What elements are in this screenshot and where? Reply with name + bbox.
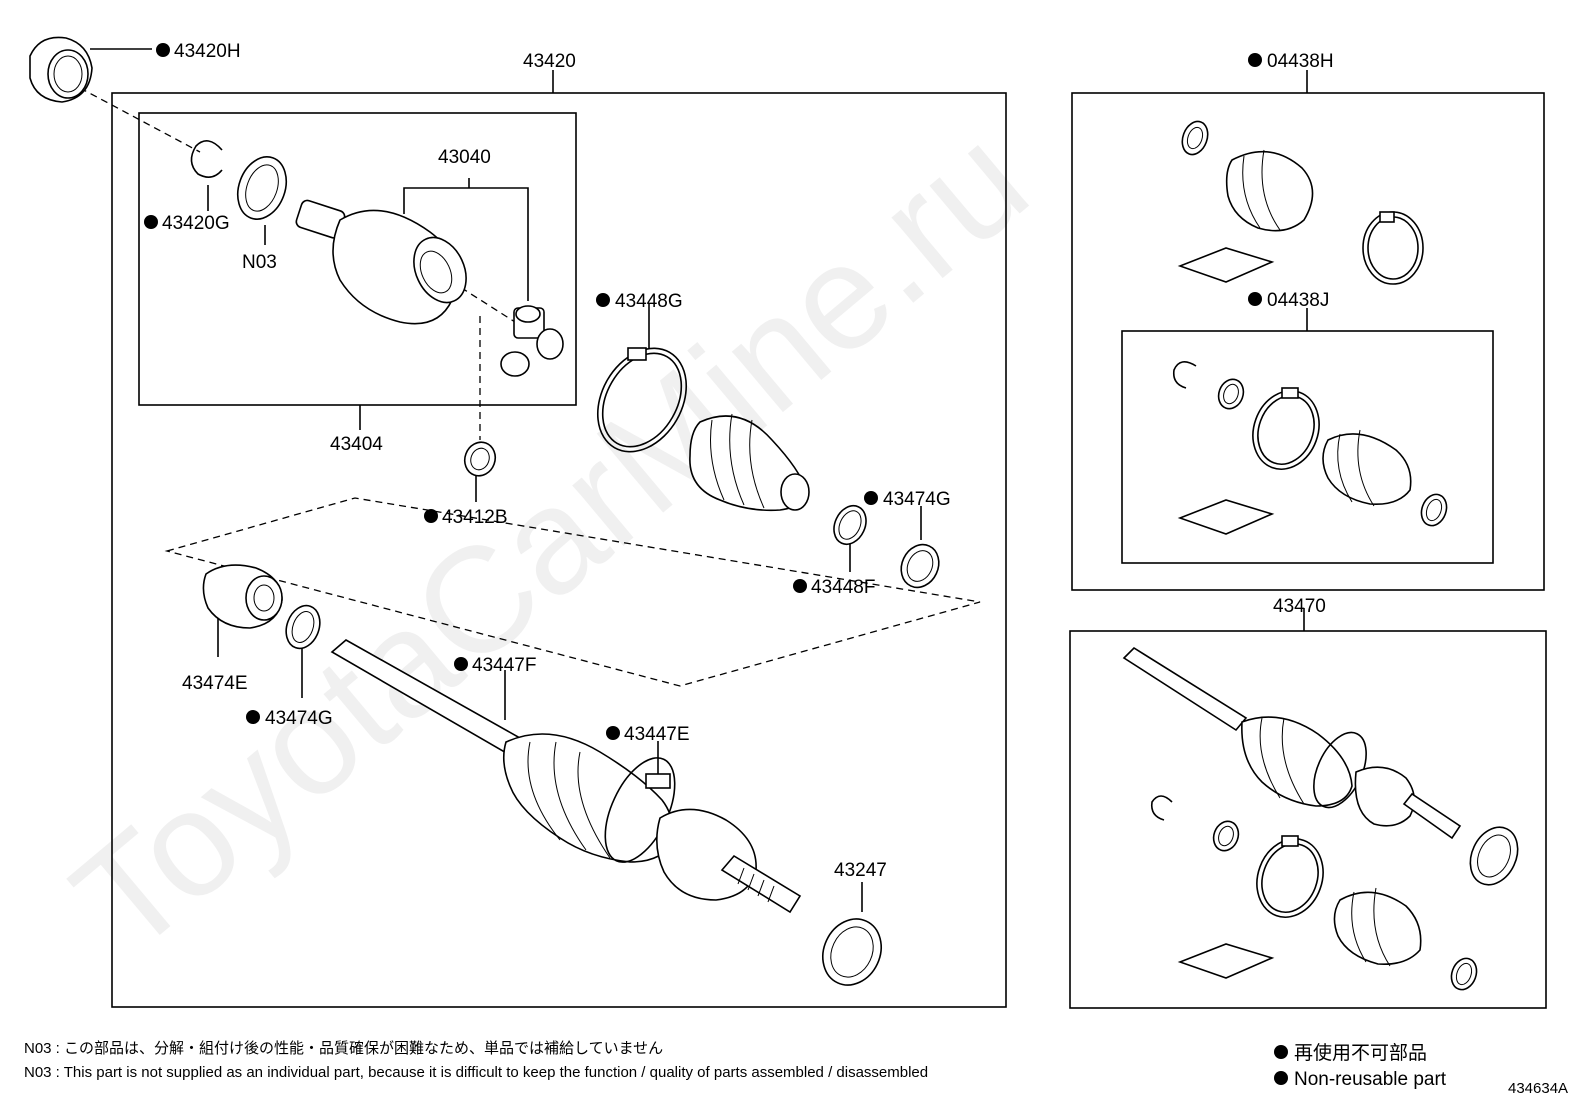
frame-43470 <box>1069 630 1547 1009</box>
label-43470: 43470 <box>1273 596 1326 617</box>
part-43474G-ring-upper <box>900 543 940 589</box>
label-43448F: 43448F <box>811 577 875 598</box>
nonreusable-dot <box>144 215 158 229</box>
part-tripod <box>500 305 564 377</box>
kit-04438J-parts <box>1172 361 1448 535</box>
part-43040-joint-housing <box>295 199 467 325</box>
legend-english: Non-reusable part <box>1294 1069 1447 1090</box>
kit-43470-parts <box>1122 646 1519 991</box>
part-43420G-snap-ring <box>190 140 223 178</box>
legend-dot <box>1274 1071 1288 1085</box>
part-N03-seal <box>236 156 288 220</box>
label-43040: 43040 <box>438 147 491 168</box>
part-43448G-clamp <box>596 347 688 453</box>
label-04438H: 04438H <box>1267 51 1334 72</box>
label-43404: 43404 <box>330 434 383 455</box>
label-43447F: 43447F <box>472 655 536 676</box>
part-43247-seal <box>822 918 882 986</box>
label-43420: 43420 <box>523 51 576 72</box>
legend-japanese: 再使用不可部品 <box>1294 1042 1427 1064</box>
legend-dot <box>1274 1045 1288 1059</box>
label-04438J: 04438J <box>1267 290 1329 311</box>
note-n03-japanese: N03 : この部品は、分解・組付け後の性能・品質確保が困難なため、単品では補給… <box>24 1039 663 1057</box>
frame-04438H <box>1071 92 1545 591</box>
part-43474G-ring-lower <box>285 604 321 650</box>
frame-43420 <box>111 92 1007 1008</box>
label-43474G-upper: 43474G <box>883 489 951 510</box>
part-43448F-ring <box>833 504 867 546</box>
note-n03-english: N03 : This part is not supplied as an in… <box>24 1064 928 1081</box>
label-43420H: 43420H <box>174 41 241 62</box>
diagram-id: 434634A <box>1508 1080 1568 1097</box>
label-43474G-lower: 43474G <box>265 708 333 729</box>
label-43447E: 43447E <box>624 724 690 745</box>
label-43474E: 43474E <box>182 673 248 694</box>
label-43247: 43247 <box>834 860 887 881</box>
frame-43404 <box>138 112 577 406</box>
nonreusable-dot <box>454 657 468 671</box>
part-43412B-snap-ring <box>463 441 497 477</box>
label-N03: N03 <box>242 252 277 273</box>
kit-04438H-parts <box>1177 120 1424 285</box>
nonreusable-dot <box>246 710 260 724</box>
label-43420G: 43420G <box>162 213 230 234</box>
nonreusable-dot <box>424 509 438 523</box>
part-43420H-seal <box>29 36 93 103</box>
nonreusable-dot <box>864 491 878 505</box>
nonreusable-dot <box>156 43 170 57</box>
label-43448G: 43448G <box>615 291 683 312</box>
part-drive-shaft-assembly <box>330 639 802 914</box>
nonreusable-dot <box>793 579 807 593</box>
nonreusable-dot <box>606 726 620 740</box>
nonreusable-dot <box>596 293 610 307</box>
nonreusable-dot <box>1248 53 1262 67</box>
nonreusable-dot <box>1248 292 1262 306</box>
part-inboard-boot <box>689 413 810 512</box>
label-43412B: 43412B <box>442 507 508 528</box>
part-43474E-damper <box>202 564 283 629</box>
frame-dashed-inner-kit <box>164 497 981 687</box>
